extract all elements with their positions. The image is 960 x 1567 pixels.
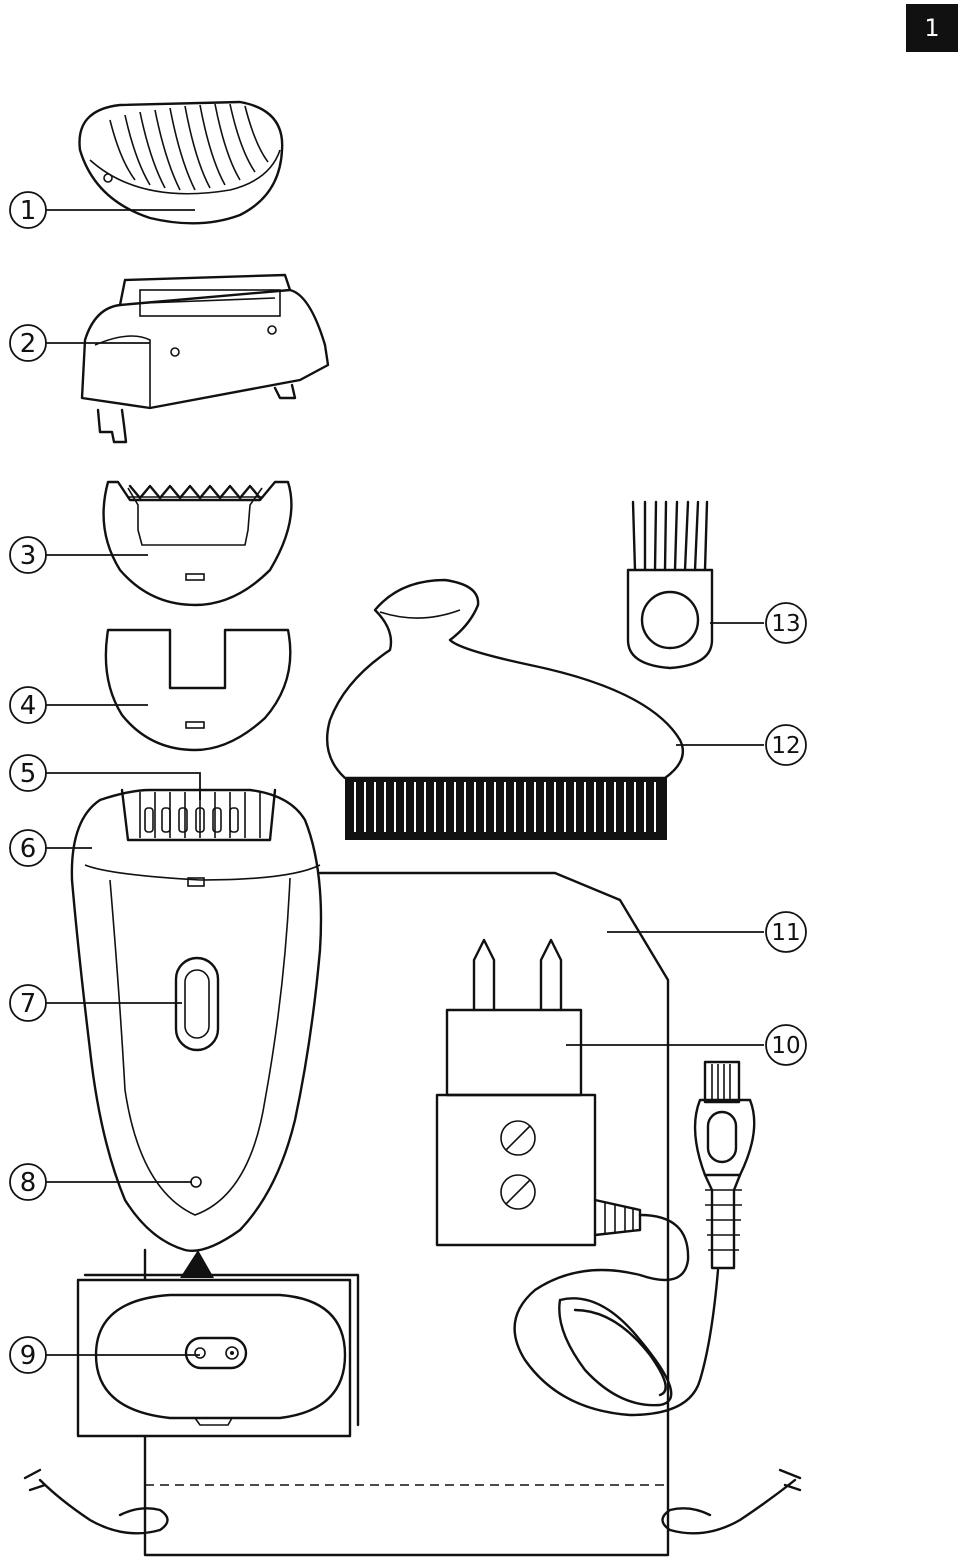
callout-6-label: 6 xyxy=(20,834,37,864)
callout-11-label: 11 xyxy=(771,920,800,946)
callout-5-label: 5 xyxy=(20,759,37,789)
part-cap xyxy=(104,628,292,752)
part-adapter xyxy=(435,938,756,1417)
callout-2: 2 xyxy=(9,324,47,362)
callout-9-label: 9 xyxy=(20,1341,37,1371)
callout-13: 13 xyxy=(765,602,807,644)
part-epilating-head xyxy=(102,480,293,607)
callout-13-label: 13 xyxy=(771,611,800,637)
part-charging-stand xyxy=(76,1250,360,1438)
callout-5: 5 xyxy=(9,754,47,792)
part-pouch xyxy=(23,871,802,1557)
callout-3: 3 xyxy=(9,536,47,574)
part-shaving-head xyxy=(80,273,330,444)
callout-4-label: 4 xyxy=(20,691,37,721)
callout-12: 12 xyxy=(765,724,807,766)
part-comb-attachment xyxy=(78,100,284,225)
callout-8: 8 xyxy=(9,1163,47,1201)
callout-10: 10 xyxy=(765,1024,807,1066)
page-number-badge: 1 xyxy=(906,4,958,52)
callout-3-label: 3 xyxy=(20,541,37,571)
part-massage-brush xyxy=(326,578,685,840)
callout-4: 4 xyxy=(9,686,47,724)
callout-12-label: 12 xyxy=(771,733,800,759)
callout-9: 9 xyxy=(9,1336,47,1374)
callout-6: 6 xyxy=(9,829,47,867)
callout-10-label: 10 xyxy=(771,1033,800,1059)
callout-7-label: 7 xyxy=(20,989,37,1019)
callout-7: 7 xyxy=(9,984,47,1022)
callout-11: 11 xyxy=(765,911,807,953)
callout-2-label: 2 xyxy=(20,329,37,359)
callout-1-label: 1 xyxy=(20,196,37,226)
callout-1: 1 xyxy=(9,191,47,229)
page-number: 1 xyxy=(924,14,939,42)
leader-lines xyxy=(46,209,764,1356)
part-cleaning-brush xyxy=(626,500,714,670)
callout-8-label: 8 xyxy=(20,1168,37,1198)
